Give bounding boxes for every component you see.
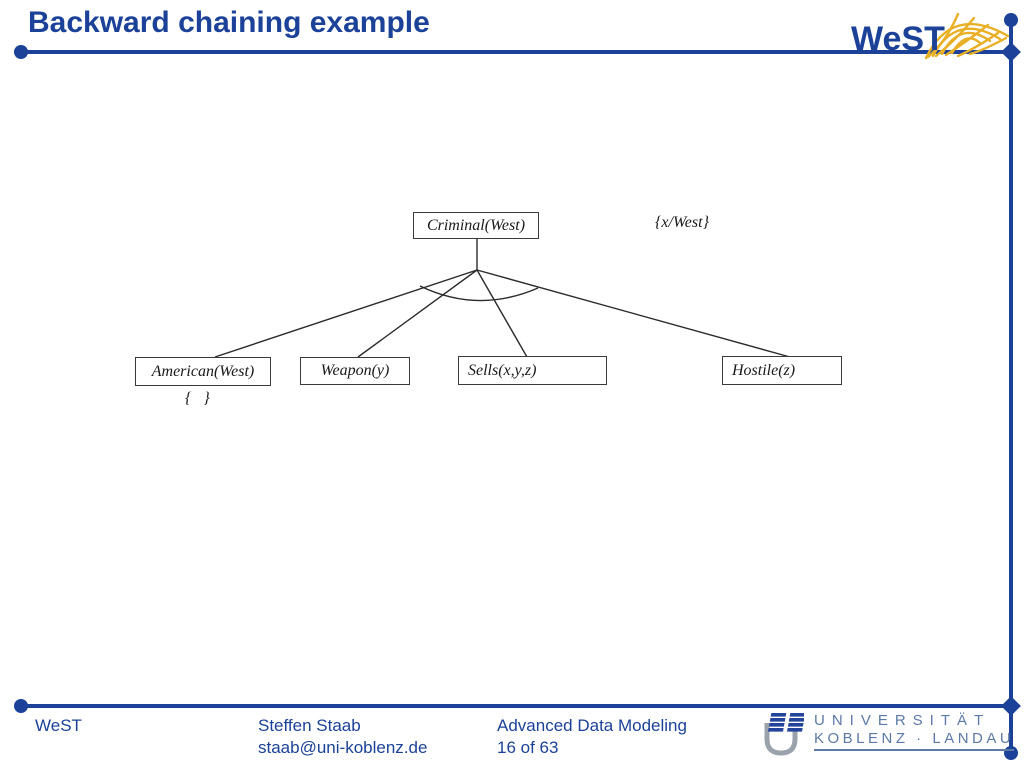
edge-to-hostile (476, 269, 791, 358)
university-name-line1: UNIVERSITÄT (814, 712, 991, 729)
substitution-root: {x/West} (655, 214, 709, 231)
footer-email: staab@uni-koblenz.de (258, 738, 428, 757)
university-name: UNIVERSITÄT KOBLENZ · LANDAU (814, 712, 1015, 751)
node-sells: Sells(x,y,z) (458, 356, 607, 385)
edge-to-weapon (357, 269, 478, 358)
node-american: American(West) (135, 357, 271, 386)
slide-title: Backward chaining example (28, 6, 430, 39)
university-u-icon (764, 713, 804, 756)
node-hostile: Hostile(z) (722, 356, 842, 385)
edge-to-sells (476, 269, 528, 358)
header-rule-left-dot (14, 45, 28, 59)
footer-author-block: Steffen Staab staab@uni-koblenz.de (258, 715, 427, 759)
west-logo-text: WeST (851, 20, 945, 58)
and-arc (419, 285, 539, 302)
university-name-line2: KOBLENZ · LANDAU (814, 730, 1015, 751)
node-criminal: Criminal(West) (413, 212, 539, 239)
footer-course-block: Advanced Data Modeling 16 of 63 (497, 715, 687, 759)
edge-to-american (214, 269, 478, 358)
footer-brand: WeST (35, 716, 82, 735)
university-logo: UNIVERSITÄT KOBLENZ · LANDAU (760, 709, 1015, 759)
footer-author: Steffen Staab (258, 716, 361, 735)
node-weapon: Weapon(y) (300, 357, 410, 385)
footer-course: Advanced Data Modeling (497, 716, 687, 735)
footer-page-number: 16 of 63 (497, 738, 559, 757)
footer-rule-left-dot (14, 699, 28, 713)
substitution-american: { } (185, 390, 214, 407)
